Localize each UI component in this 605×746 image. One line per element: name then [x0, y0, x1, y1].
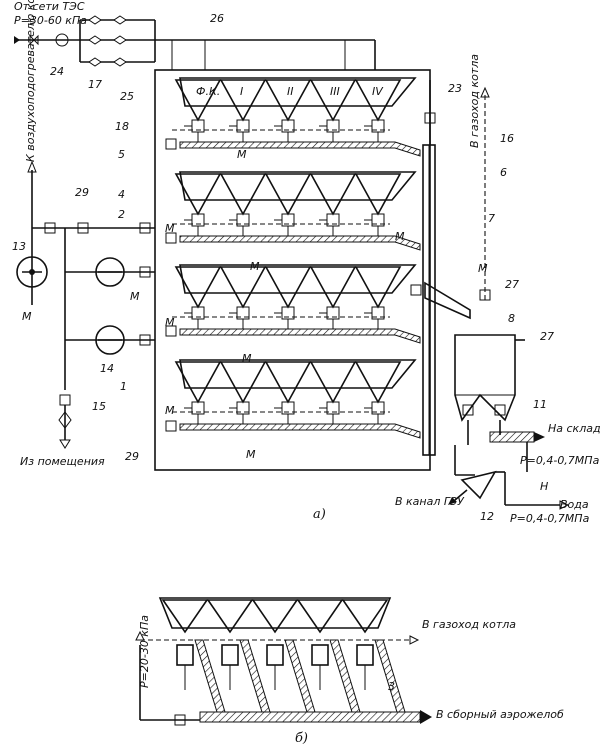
b-hopper [161, 599, 226, 713]
hopper-row [165, 264, 421, 344]
water-label: Вода [560, 498, 589, 511]
b-hopper [341, 599, 406, 713]
blower-14 [95, 325, 125, 355]
m-label: М [22, 310, 32, 323]
b-pressure-label: P=20-30 кПа [138, 615, 151, 688]
blower-13 [16, 256, 48, 288]
hopper-row [165, 171, 421, 251]
num-2: 2 [118, 208, 125, 221]
num-16: 16 [500, 132, 514, 145]
m-label: М [250, 260, 260, 273]
num-13: 13 [12, 240, 26, 253]
m-label: М [246, 448, 256, 461]
hopper-row [165, 359, 421, 439]
fk-label: Ф.К. [196, 85, 220, 98]
tes-pressure-label: P=30-60 кПа [14, 14, 87, 27]
num-6: 6 [500, 166, 507, 179]
num-4: 4 [118, 188, 125, 201]
num-24: 24 [50, 65, 64, 78]
field-3-label: III [330, 85, 340, 98]
hopper-rows [165, 77, 421, 439]
m-label: М [130, 290, 140, 303]
blower-a [95, 257, 125, 287]
m-label: М [478, 262, 488, 275]
field-4-label: IV [372, 85, 384, 98]
mixer-12 [448, 442, 570, 510]
num-25: 25 [120, 90, 134, 103]
pressure-label: P=0,4-0,7МПа [520, 454, 600, 467]
num-15: 15 [92, 400, 106, 413]
b-to-gas-duct-label: В газоход котла [422, 618, 516, 631]
num-23: 23 [448, 82, 462, 95]
num-29a: 29 [75, 186, 89, 199]
m-label: М [237, 148, 247, 161]
m-label: М [395, 230, 405, 243]
num-27b: 27 [540, 330, 554, 343]
num-7: 7 [488, 212, 495, 225]
field-1-label: I [240, 85, 243, 98]
collector-6 [410, 80, 471, 456]
to-gzu-label: В канал ГЗУ [395, 495, 465, 508]
boiler-frame [154, 69, 431, 471]
b-to-chute-label: В сборный аэрожелоб [436, 708, 564, 721]
b-hopper [251, 599, 316, 713]
num-26: 26 [210, 12, 224, 25]
num-12: 12 [480, 510, 494, 523]
hopper-row [165, 77, 421, 157]
to-storage-label: На склад [548, 422, 601, 435]
field-2-label: II [287, 85, 294, 98]
water-pressure-label: P=0,4-0,7МПа [510, 512, 590, 525]
num-1: 1 [120, 380, 127, 393]
num-17: 17 [88, 78, 102, 91]
caption-b: б) [295, 731, 308, 746]
tes-source-label: От сети ТЭС [14, 0, 85, 13]
from-room-label: Из помещения [20, 455, 105, 468]
m-label: М [165, 316, 175, 329]
num-5: 5 [118, 148, 125, 161]
bunker-8 [454, 334, 545, 445]
num-3b: 3 [388, 680, 395, 693]
num-14: 14 [100, 362, 114, 375]
air-supply-system [16, 160, 155, 449]
to-air-heater-label: К воздухоподогревателю котла [24, 0, 37, 162]
caption-a: а) [313, 507, 326, 522]
num-27a: 27 [505, 278, 519, 291]
num-8: 8 [508, 312, 515, 325]
num-29b: 29 [125, 450, 139, 463]
b-hopper [206, 599, 271, 713]
num-11: 11 [533, 398, 547, 411]
m-label: М [165, 404, 175, 417]
b-hopper [296, 599, 361, 713]
subfigure-b [135, 597, 432, 726]
supply-header [14, 15, 376, 70]
m-label: М [165, 222, 175, 235]
n-label: Н [540, 480, 548, 493]
num-18: 18 [115, 120, 129, 133]
m-label: М [242, 352, 252, 365]
to-gas-duct-label: В газоход котла [468, 54, 481, 148]
